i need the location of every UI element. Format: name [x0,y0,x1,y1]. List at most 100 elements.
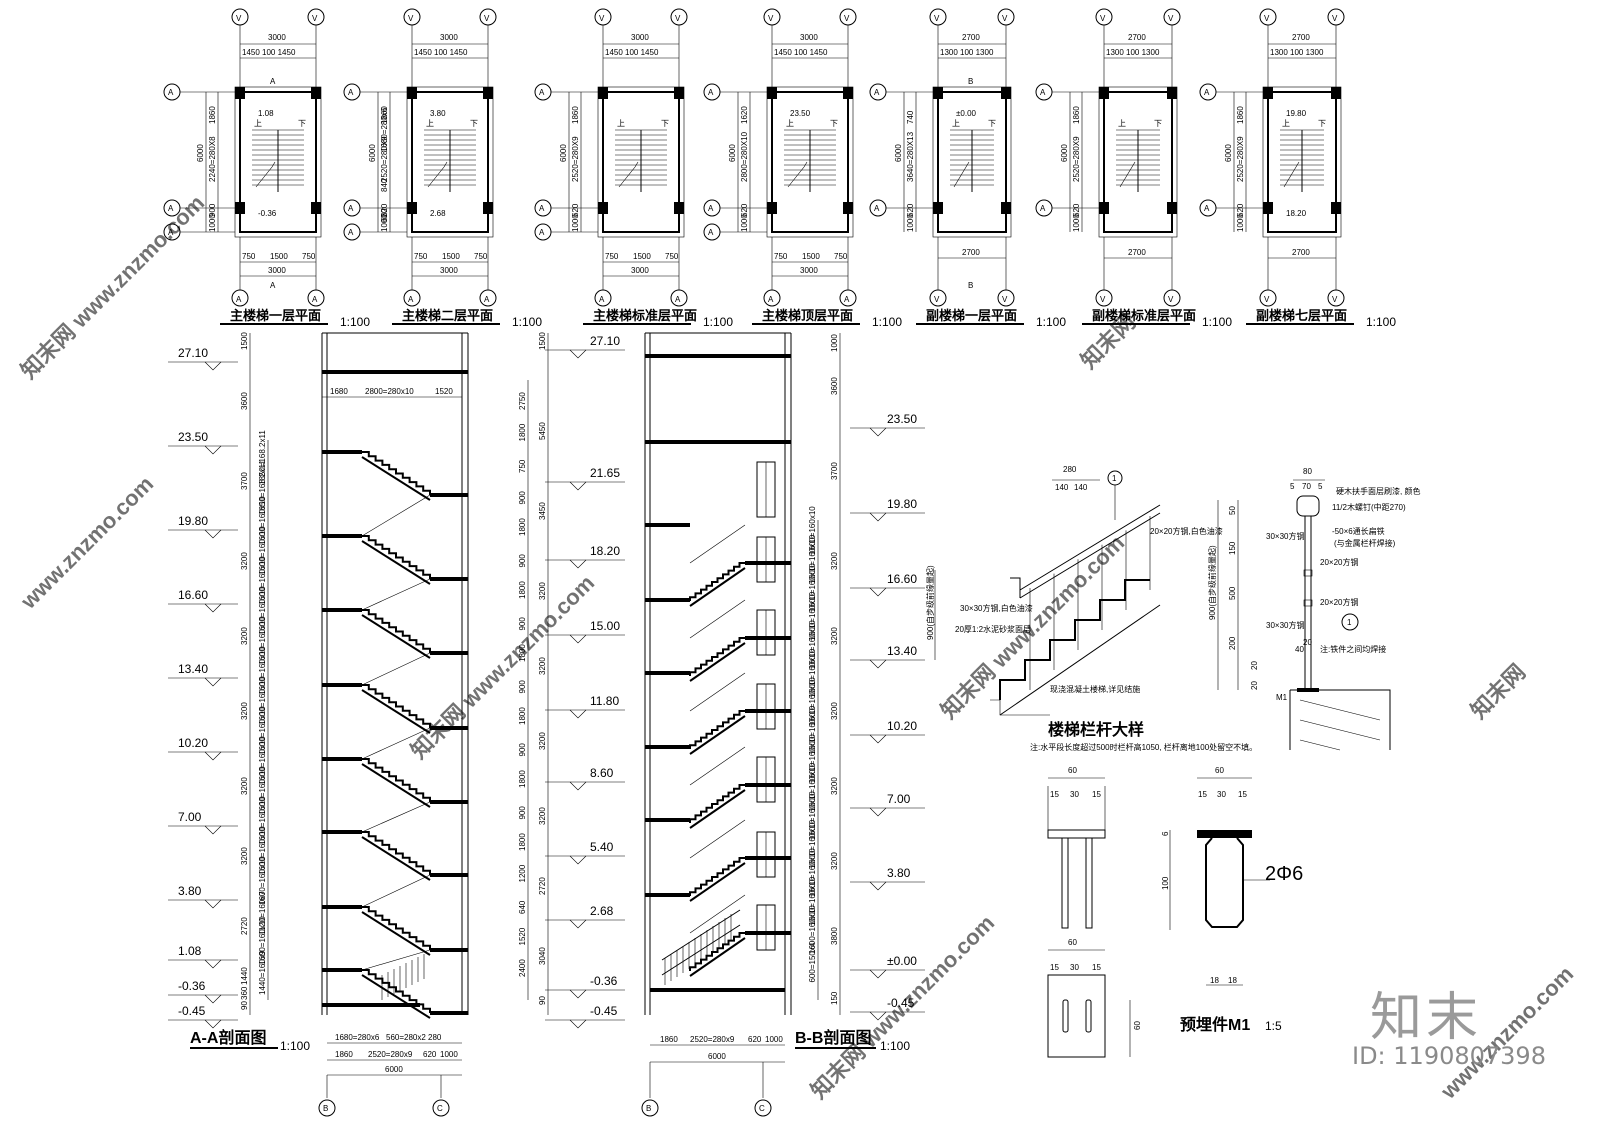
bb-level-triangle [869,1011,887,1021]
mid-level-label: -0.45 [590,1004,618,1018]
aa-flight [362,451,431,495]
aa-level-label: 27.10 [178,346,208,360]
plan-break-line [787,161,808,188]
plan-axis-left-label: A [708,228,714,237]
plan-side-dim: 1860 [208,106,217,124]
aa-dim-inner: 1440=160x9 [258,950,267,995]
hr-side-dim: 50 [1228,506,1237,515]
aa-flight [362,969,431,1013]
aa-flight-soffit [361,456,431,501]
plan-axis-top-right-label: V [844,14,850,23]
plan-wall [239,91,317,233]
mid-level-label: 27.10 [590,334,620,348]
aa-dim-inner: 1600=160x10 [258,676,267,725]
plan-side-dim: 6000 [728,144,737,162]
plan-axis-top-right-label: V [1332,14,1338,23]
mid-level-label: 21.65 [590,466,620,480]
aa-dims-outer: 1500360037003200320032003200320027201440… [240,332,251,1015]
bb-dim-outer: 3200 [830,702,839,720]
mid-level-triangle [569,919,587,929]
aa-level-label: 19.80 [178,514,208,528]
aa-flight [362,684,431,728]
aa-level-triangle [204,603,222,613]
plan-column [235,202,245,214]
aa-level-triangle [204,445,222,455]
plan-scale: 1:100 [340,315,370,329]
emb-dim-6: 6 [1161,831,1170,836]
plan-section-mark-bottom: B [968,281,973,290]
aa-flight-soffit [361,911,431,956]
bb-dim-inner: 1600=160x10 [808,534,817,583]
plan-column [933,202,943,214]
mid-level-label: 18.20 [590,544,620,558]
plan-column [767,87,777,99]
railing-axis: 1 [1112,474,1117,483]
emb-title: 预埋件M1 [1180,1015,1250,1034]
plan-axis-left-label: A [168,204,174,213]
bb-thin-flight [689,819,746,859]
hr-dim-5b: 5 [1318,482,1323,491]
aa-axis-c: C [437,1104,443,1113]
plan-axis-top-left-label: V [236,14,242,23]
railing-dim-280: 280 [1063,465,1077,474]
aa-dim-inner: 1600=160x10 [258,916,267,965]
mid-level-label: 5.40 [590,840,614,854]
section-middle: 27.1021.6518.2015.0011.808.605.402.68-0.… [518,332,625,1029]
aa-dim-inner: 1600=160x10 [258,826,267,875]
plan-scale: 1:100 [1366,315,1396,329]
bb-dim-inner: 1600=160x10 [808,677,817,726]
plan-column [1167,87,1177,99]
mid-dim-inner: 1800 [518,770,527,788]
aa-axis-b: B [323,1104,328,1113]
aa-level-triangle [204,529,222,539]
plan-column [767,202,777,214]
plan-axis-left-label: A [348,88,354,97]
plan-side-dim: 2240=280X8 [208,136,217,182]
aa-dim-inner: 1600=160x10 [258,616,267,665]
mid-dim-inner: 750 [518,459,527,473]
aa-bottom-dim-1: 1680=280x6 [335,1033,380,1042]
emb-dim-18b: 18 [1228,976,1237,985]
aa-flight [362,609,431,653]
plan-title: 主楼梯顶层平面 [762,308,853,323]
aa-dim-inner: 1600=160x10 [258,586,267,635]
aa-dim-outer: 3200 [240,552,249,570]
plan-wall-outer [234,86,322,238]
bb-level-label: 23.50 [887,412,917,426]
aa-level-triangle [204,899,222,909]
mid-dim-outer: 3450 [538,502,547,520]
aa-level-label: 3.80 [178,884,202,898]
railing-note: 注:水平段长度超过500时栏杆高1050, 栏杆离地100处留空不填。 [1030,742,1257,752]
plan-bottom-dim: 3000 [800,266,818,275]
aa-level-triangle [204,361,222,371]
aa-return-flight [361,652,431,686]
plan-level: 23.50 [790,109,811,118]
hr-label-8: 30×30方钢 [1266,620,1304,630]
plan-bottom-dim: 750 [242,252,256,261]
bb-flight-soffit [689,567,746,607]
hr-side-dim: 500 [1228,586,1237,600]
hr-label-3: -50×6通长扁铁 [1332,526,1385,536]
aa-level-label: -0.45 [178,1004,206,1018]
plan-title: 副楼梯七层平面 [1256,308,1347,323]
plan-title: 副楼梯一层平面 [926,308,1017,323]
plan-up-label: 上 [617,119,625,128]
bb-flight-soffit [689,642,746,682]
aa-bottom-dim-8: 6000 [385,1065,403,1074]
railing-label-2: 30×30方钢,白色油漆 [960,603,1033,613]
plan-top-dim-split: 1450 100 1450 [414,48,468,57]
aa-top-dim-1: 1680 [330,387,348,396]
mid-dim-inner: 1800 [518,707,527,725]
plan-top-dim-split: 1450 100 1450 [605,48,659,57]
mid-dim-outer: 5450 [538,422,547,440]
aa-dim-outer: 3200 [240,847,249,865]
aa-bottom-dim-7: 1000 [440,1050,458,1059]
plan-wall [1267,91,1337,233]
emb-b-dim-15b: 15 [1238,790,1247,799]
plan-top-dim: 2700 [962,33,980,42]
bb-flight-soffit [689,937,746,977]
plan-bottom-dim: 750 [302,252,316,261]
plan-axis-bottom-right-label: V [1168,295,1174,304]
mid-level-label: 2.68 [590,904,614,918]
mid-dim-outer: 2720 [538,877,547,895]
